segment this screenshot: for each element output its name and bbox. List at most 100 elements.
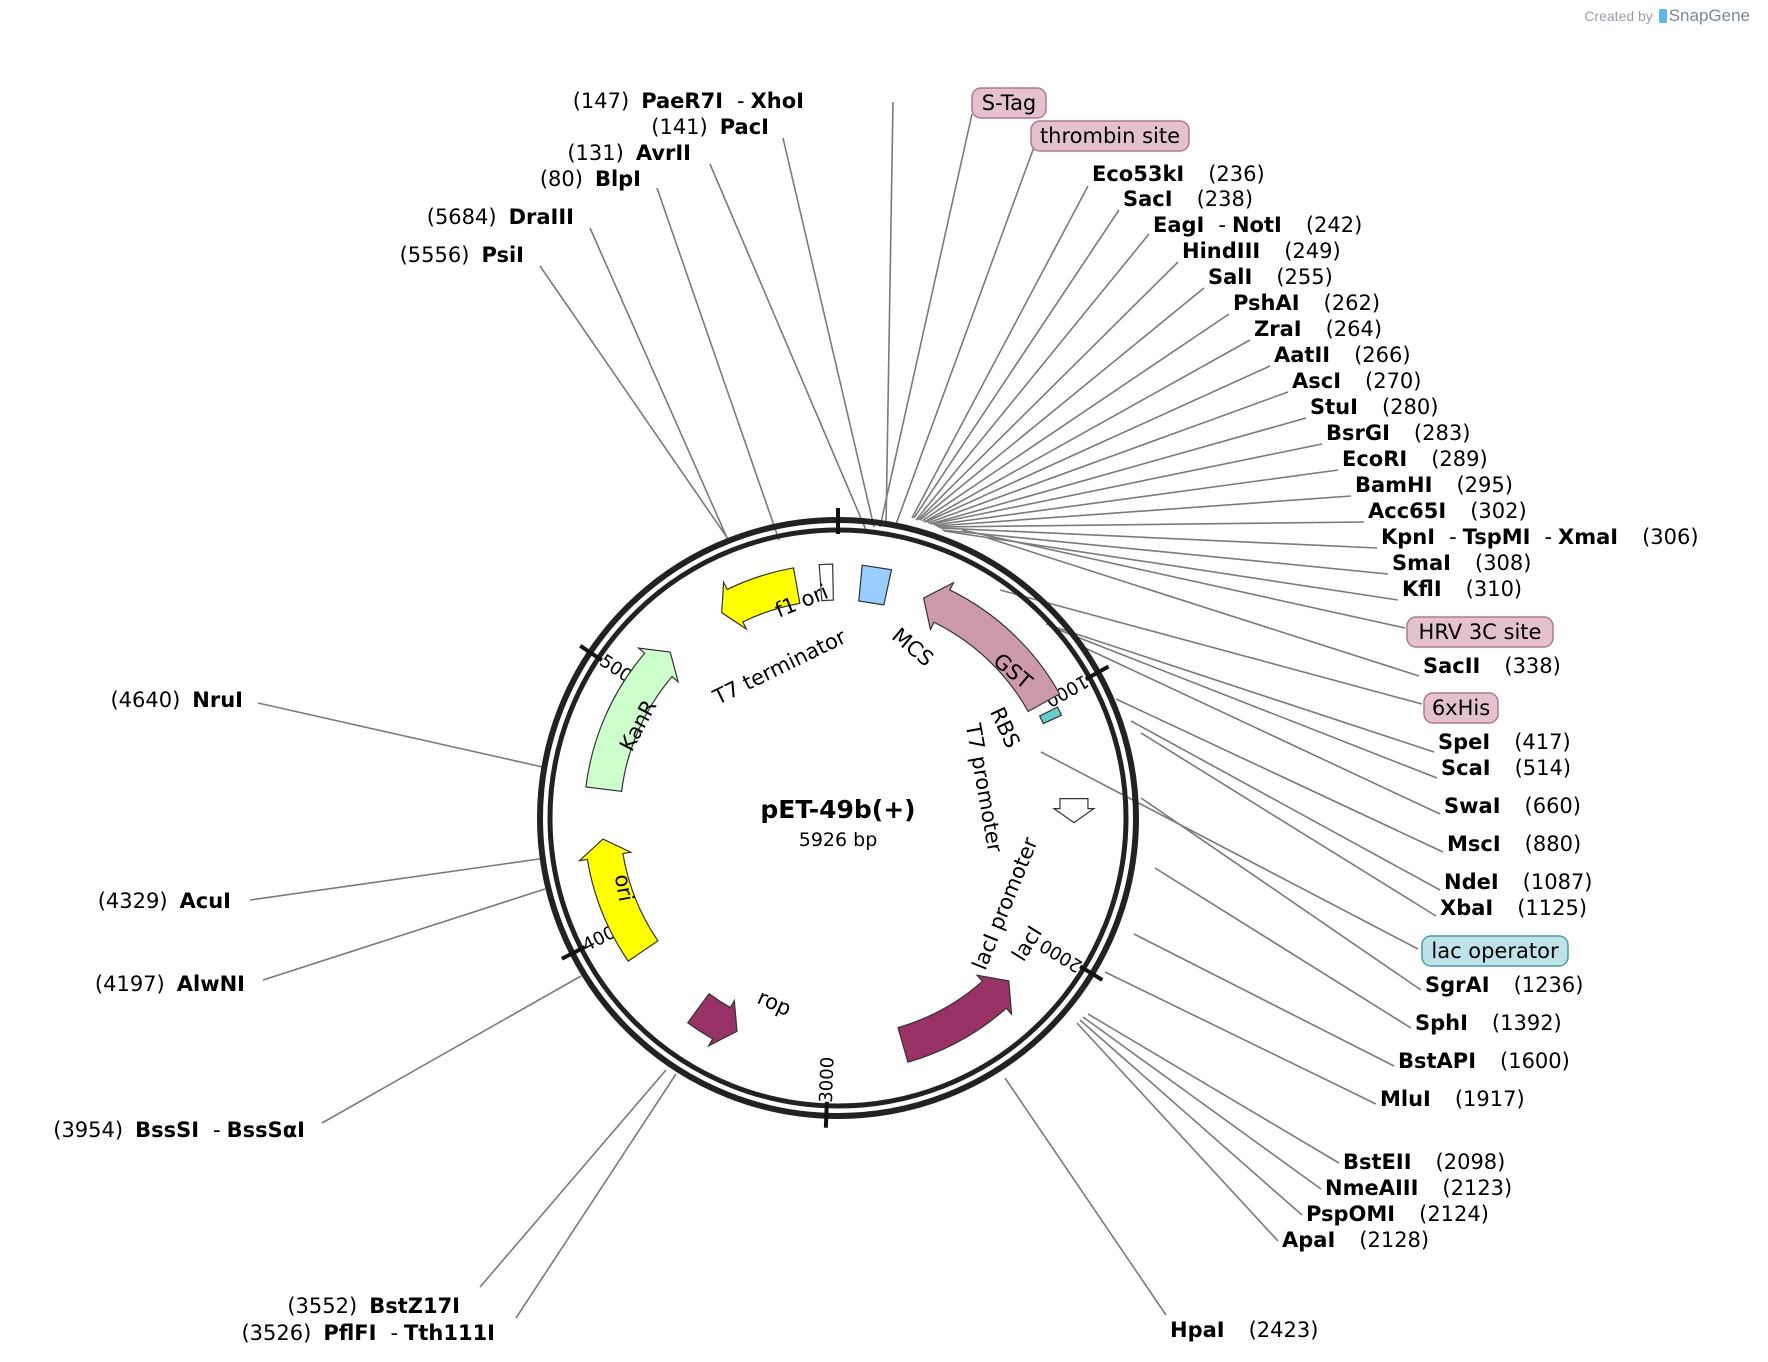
- site-leader: [1080, 645, 1441, 815]
- site-leader: [539, 265, 727, 537]
- site-leader: [939, 527, 1378, 549]
- site-leader: [941, 529, 1389, 575]
- site-position: (660): [1525, 794, 1581, 818]
- site-name: StuI: [1310, 395, 1358, 419]
- restriction-site: ScaI(514): [1441, 756, 1571, 780]
- site-separator: -: [1449, 525, 1457, 549]
- site-name: PspOMI: [1306, 1202, 1395, 1226]
- site-position: (3954): [53, 1118, 123, 1142]
- tick-mark: [1084, 664, 1110, 681]
- site-position: (236): [1208, 162, 1264, 186]
- site-position: (266): [1354, 343, 1410, 367]
- site-position: (5684): [427, 205, 497, 229]
- restriction-site: SalI(255): [1208, 265, 1333, 289]
- site-name: NruI: [192, 688, 243, 712]
- gst-arrow: [922, 581, 1061, 713]
- site-name: EagI: [1153, 213, 1204, 237]
- restriction-site: (3552)BstZ17I: [287, 1294, 460, 1318]
- tick-mark: [579, 644, 603, 662]
- site-position: (2098): [1436, 1150, 1506, 1174]
- restriction-site: (80)BlpI: [540, 167, 641, 191]
- restriction-site: PspOMI(2124): [1306, 1202, 1489, 1226]
- site-leader: [885, 101, 894, 528]
- site-name: ApaI: [1282, 1228, 1335, 1252]
- site-leader: [1079, 1019, 1303, 1216]
- restriction-site: KflI(310): [1402, 577, 1522, 601]
- ori-arrow: [577, 838, 659, 962]
- site-leader: [1082, 1016, 1322, 1190]
- site-leader: [987, 537, 1420, 677]
- restriction-site: SacII (338): [1423, 654, 1561, 678]
- feature-tag: thrombin site: [1030, 120, 1190, 152]
- site-position: (80): [540, 167, 583, 191]
- site-name: SacII: [1423, 654, 1480, 678]
- site-name: PaeR7I: [641, 89, 723, 113]
- site-position: (338): [1504, 654, 1560, 678]
- site-name: ZraI: [1254, 317, 1302, 341]
- tag-label: HRV 3C site: [1419, 620, 1542, 644]
- site-name: ScaI: [1441, 756, 1491, 780]
- site-name: BstEII: [1343, 1150, 1412, 1174]
- site-name: SmaI: [1392, 551, 1451, 575]
- site-position: (3552): [287, 1294, 357, 1318]
- site-name: AcuI: [180, 889, 231, 913]
- site-name: HindIII: [1182, 239, 1260, 263]
- restriction-site: (131)AvrII: [567, 141, 691, 165]
- site-leader: [929, 417, 1307, 525]
- feature-tag: 6xHis: [1423, 692, 1499, 724]
- laci-label: lacI: [1007, 922, 1047, 966]
- tag-leader: [961, 529, 1406, 629]
- site-leader: [925, 365, 1271, 523]
- restriction-site: SmaI(308): [1392, 551, 1531, 575]
- site-leader: [1154, 867, 1412, 1029]
- site-leader: [911, 185, 1089, 519]
- restriction-site: AatII(266): [1274, 343, 1411, 367]
- tag-box: [1421, 935, 1569, 967]
- restriction-site: AscI(270): [1292, 369, 1421, 393]
- tag-label: lac operator: [1431, 939, 1559, 963]
- site-position: (289): [1431, 447, 1487, 471]
- site-position: (1087): [1523, 870, 1593, 894]
- restriction-site: SacI(238): [1123, 187, 1253, 211]
- restriction-site: MluI(1917): [1380, 1087, 1525, 1111]
- tick-label: 2000: [1036, 934, 1086, 976]
- site-separator: -: [737, 89, 745, 113]
- site-leader: [937, 521, 1365, 528]
- site-position: (147): [573, 89, 629, 113]
- restriction-site: PshAI(262): [1233, 291, 1380, 315]
- restriction-site: BsrGI(283): [1326, 421, 1470, 445]
- site-leader: [1104, 971, 1377, 1105]
- site-leader: [1130, 720, 1441, 891]
- site-position: (3526): [241, 1321, 311, 1345]
- site-position: (262): [1324, 291, 1380, 315]
- site-name: BstAPI: [1398, 1049, 1476, 1073]
- t7-terminator-box: [818, 563, 834, 602]
- tag-box: [1423, 692, 1499, 724]
- restriction-site: StuI (280): [1310, 395, 1438, 419]
- site-name: BsrGI: [1326, 421, 1390, 445]
- tag-box: [1030, 120, 1190, 152]
- site-position: (295): [1456, 473, 1512, 497]
- site-leader: [479, 1069, 667, 1288]
- restriction-site: NdeI(1087): [1444, 870, 1593, 894]
- site-separator: -: [390, 1321, 398, 1345]
- snapgene-credit: Created by SnapGene: [1584, 6, 1750, 26]
- restriction-site: (147)PaeR7I-XhoI: [573, 89, 804, 113]
- site-position: (1392): [1492, 1011, 1562, 1035]
- restriction-site: EcoRI(289): [1342, 447, 1488, 471]
- site-leader: [921, 313, 1230, 522]
- tag-leader: [894, 146, 1035, 528]
- site-leader-lines: [249, 101, 1444, 1319]
- tag-box: [971, 87, 1047, 119]
- site-leader: [249, 857, 547, 901]
- credit-prefix: Created by: [1584, 8, 1653, 24]
- t7-terminator-label: T7 terminator: [708, 624, 850, 710]
- site-position: (280): [1382, 395, 1438, 419]
- site-position: (242): [1306, 213, 1362, 237]
- site-position: (141): [651, 115, 707, 139]
- site-position: (249): [1284, 239, 1340, 263]
- site-leader: [919, 287, 1205, 521]
- site-leader: [1076, 1022, 1279, 1242]
- site-separator: -: [213, 1118, 221, 1142]
- restriction-site: BstEII (2098): [1343, 1150, 1505, 1174]
